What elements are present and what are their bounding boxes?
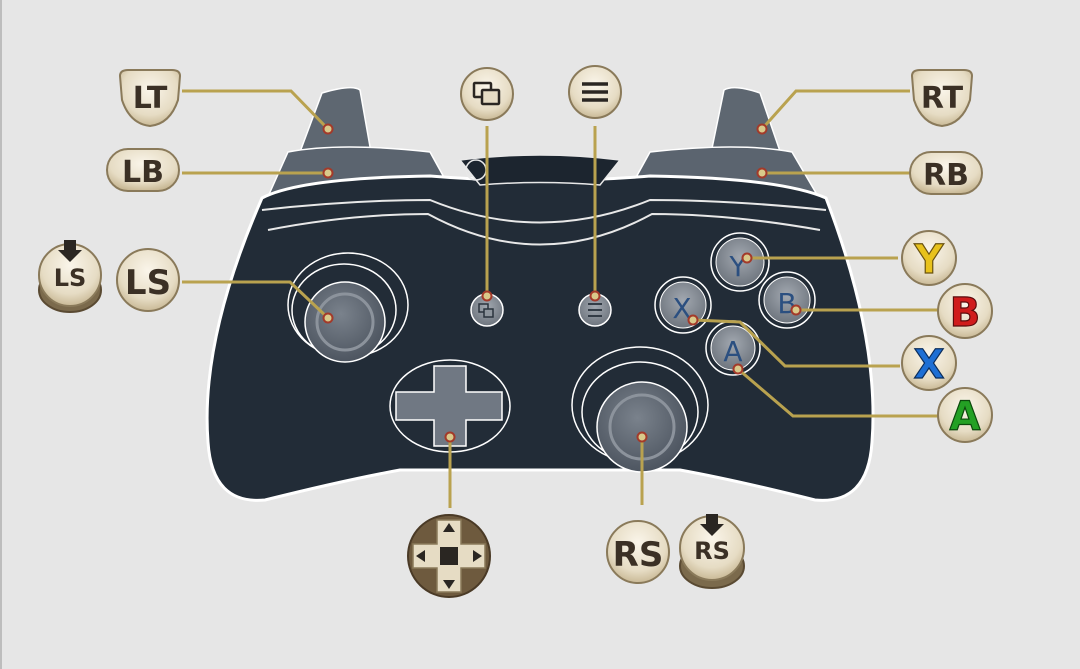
rt-label: RT bbox=[921, 81, 964, 116]
left-trigger[interactable] bbox=[295, 86, 373, 161]
anchor-dots bbox=[322, 123, 802, 443]
y-badge: Y bbox=[901, 230, 957, 286]
leader-ls bbox=[182, 280, 330, 320]
rs-badge: RS bbox=[606, 520, 670, 584]
leader-rt bbox=[760, 89, 910, 131]
lt-badge: LT bbox=[118, 69, 182, 128]
x-badge: X bbox=[901, 335, 957, 391]
face-button-b[interactable]: B bbox=[758, 271, 816, 329]
menu-badge bbox=[568, 65, 622, 119]
lb-badge: LB bbox=[106, 148, 180, 192]
dpad-icon bbox=[412, 519, 486, 593]
face-button-x[interactable]: X bbox=[654, 276, 712, 334]
x-label: X bbox=[914, 342, 945, 388]
left-stick[interactable] bbox=[287, 252, 409, 363]
y-label: Y bbox=[914, 237, 945, 283]
view-button[interactable] bbox=[470, 293, 504, 327]
controller-body bbox=[205, 174, 875, 502]
lt-label: LT bbox=[133, 81, 168, 116]
rt-badge: RT bbox=[910, 69, 974, 128]
rb-badge: RB bbox=[909, 151, 983, 195]
b-label: B bbox=[950, 290, 981, 336]
rb-label: RB bbox=[923, 158, 969, 193]
leader-lines bbox=[182, 89, 938, 508]
a-label: A bbox=[950, 394, 981, 440]
view-badge bbox=[460, 67, 514, 121]
ls-click-label: LS bbox=[54, 264, 87, 292]
dpad-badge bbox=[407, 514, 491, 598]
a-badge: A bbox=[937, 387, 993, 443]
ls-badge: LS bbox=[116, 248, 180, 312]
ls-click-badge: LS bbox=[38, 240, 102, 313]
face-a-letter: A bbox=[723, 335, 742, 368]
rs-click-badge: RS bbox=[679, 514, 745, 589]
rs-click-label: RS bbox=[694, 537, 730, 565]
face-b-letter: B bbox=[777, 287, 796, 320]
lb-label: LB bbox=[122, 155, 164, 190]
right-trigger[interactable] bbox=[709, 86, 785, 161]
menu-button[interactable] bbox=[578, 293, 612, 327]
ls-label: LS bbox=[125, 263, 171, 303]
face-button-y[interactable]: Y bbox=[710, 232, 770, 292]
leader-x bbox=[692, 318, 900, 368]
b-badge: B bbox=[937, 283, 993, 339]
view-icon bbox=[472, 81, 501, 106]
menu-icon bbox=[582, 82, 608, 102]
controller-body-group: Y B X A bbox=[205, 86, 875, 502]
rs-label: RS bbox=[613, 535, 664, 575]
press-down-arrow-icon bbox=[700, 514, 724, 536]
press-down-arrow-icon bbox=[58, 240, 82, 262]
leader-a bbox=[737, 367, 938, 418]
face-x-letter: X bbox=[672, 292, 691, 325]
leader-lt bbox=[182, 89, 330, 131]
face-button-a[interactable]: A bbox=[705, 320, 761, 376]
